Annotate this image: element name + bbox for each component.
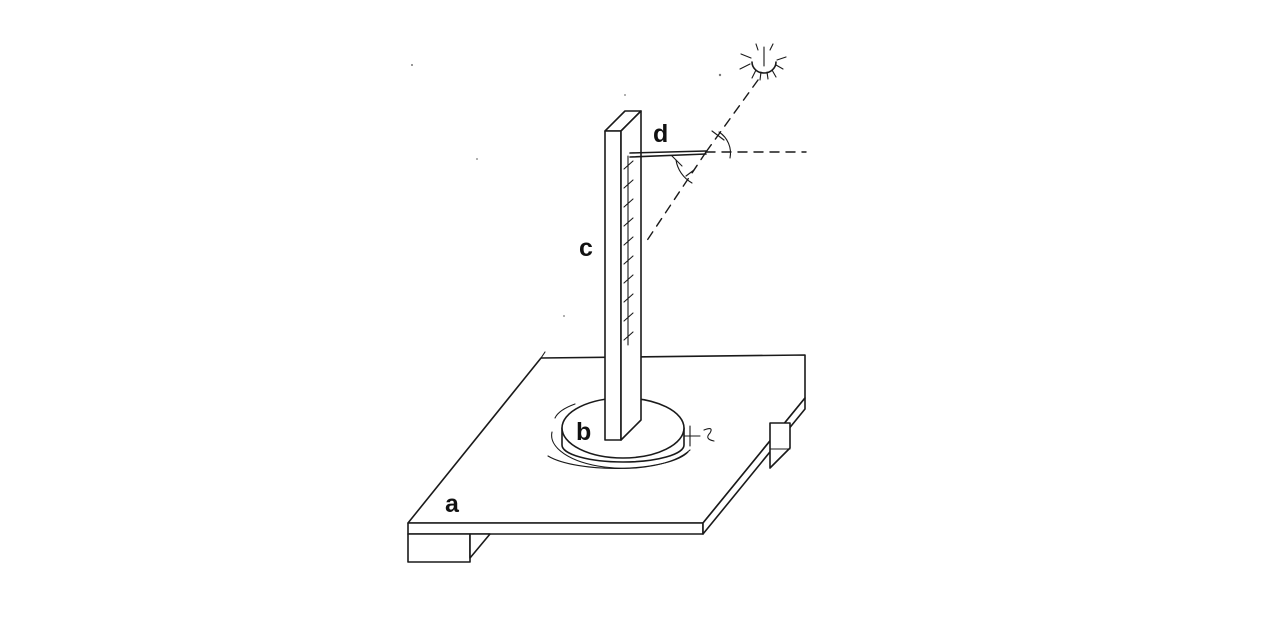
vertical-stick: [604, 110, 642, 441]
gnomon-rod: [629, 150, 707, 158]
sun-ray-lines: [643, 79, 807, 246]
scale-tick: [623, 312, 634, 322]
scale-tick: [623, 217, 634, 227]
scale-tick: [623, 255, 634, 265]
turntable-disc: [547, 397, 691, 469]
scale-tick: [623, 274, 634, 284]
label-d: d: [653, 120, 668, 148]
board-feet: [407, 422, 791, 563]
scale-tick: [623, 179, 634, 189]
scale-tick: [623, 293, 634, 303]
scale-tick: [623, 198, 634, 208]
scale-tick: [623, 236, 634, 246]
sun-icon: [739, 43, 787, 81]
scale-tick: [623, 160, 634, 170]
label-c: c: [579, 234, 593, 262]
scale-tick: [623, 331, 634, 341]
label-a: a: [445, 490, 460, 518]
label-b: b: [576, 418, 591, 446]
stick-scale-ticks: [623, 160, 634, 341]
adjustment-screw: [683, 425, 715, 447]
scan-specks: [411, 64, 722, 317]
